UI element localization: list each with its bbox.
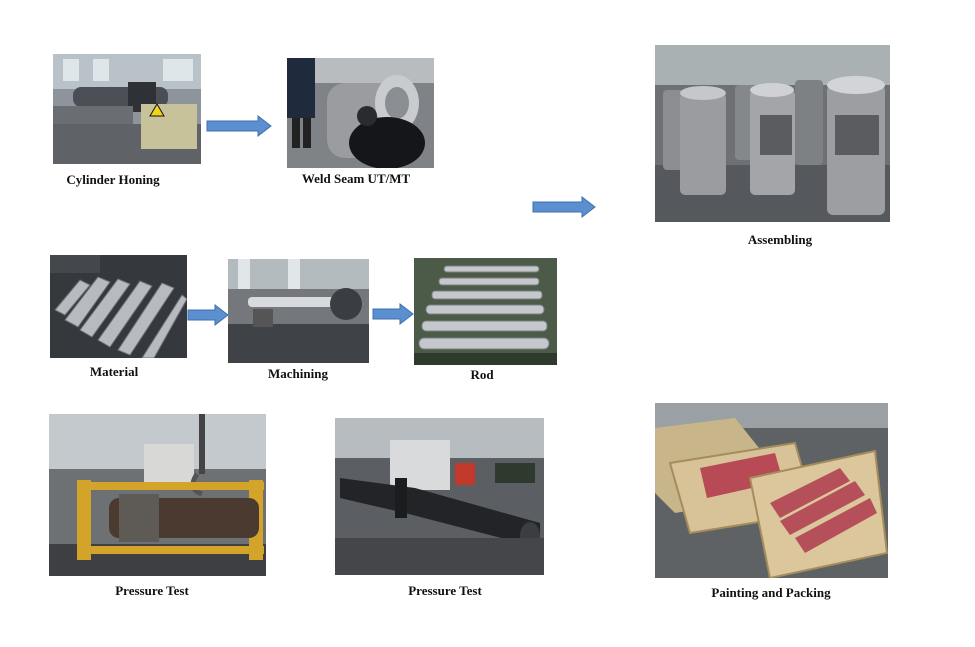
arrow-right-icon <box>372 303 414 325</box>
arrow-right-icon <box>206 115 272 137</box>
machining-photo <box>228 259 369 363</box>
pressure-test-1-caption: Pressure Test <box>115 583 189 598</box>
cylinder-honing-photo <box>53 54 201 164</box>
rod-caption: Rod <box>470 367 494 382</box>
painting-packing-caption: Painting and Packing <box>711 585 831 600</box>
material-photo <box>50 255 187 358</box>
arrow-right-icon <box>187 304 229 326</box>
assembling-caption: Assembling <box>747 232 813 247</box>
pressure-test-1-photo <box>49 414 266 576</box>
painting-packing-photo <box>655 403 888 578</box>
rod-photo <box>414 258 557 365</box>
material-caption: Material <box>89 364 139 379</box>
weld-seam-caption: Weld Seam UT/MT <box>301 171 411 186</box>
arrow-right-icon <box>532 196 596 218</box>
cylinder-honing-caption: Cylinder Honing <box>66 172 160 187</box>
assembling-photo <box>655 45 890 222</box>
machining-caption: Machining <box>268 366 328 381</box>
weld-seam-photo <box>287 58 434 168</box>
pressure-test-2-caption: Pressure Test <box>408 583 482 598</box>
pressure-test-2-photo <box>335 418 544 575</box>
